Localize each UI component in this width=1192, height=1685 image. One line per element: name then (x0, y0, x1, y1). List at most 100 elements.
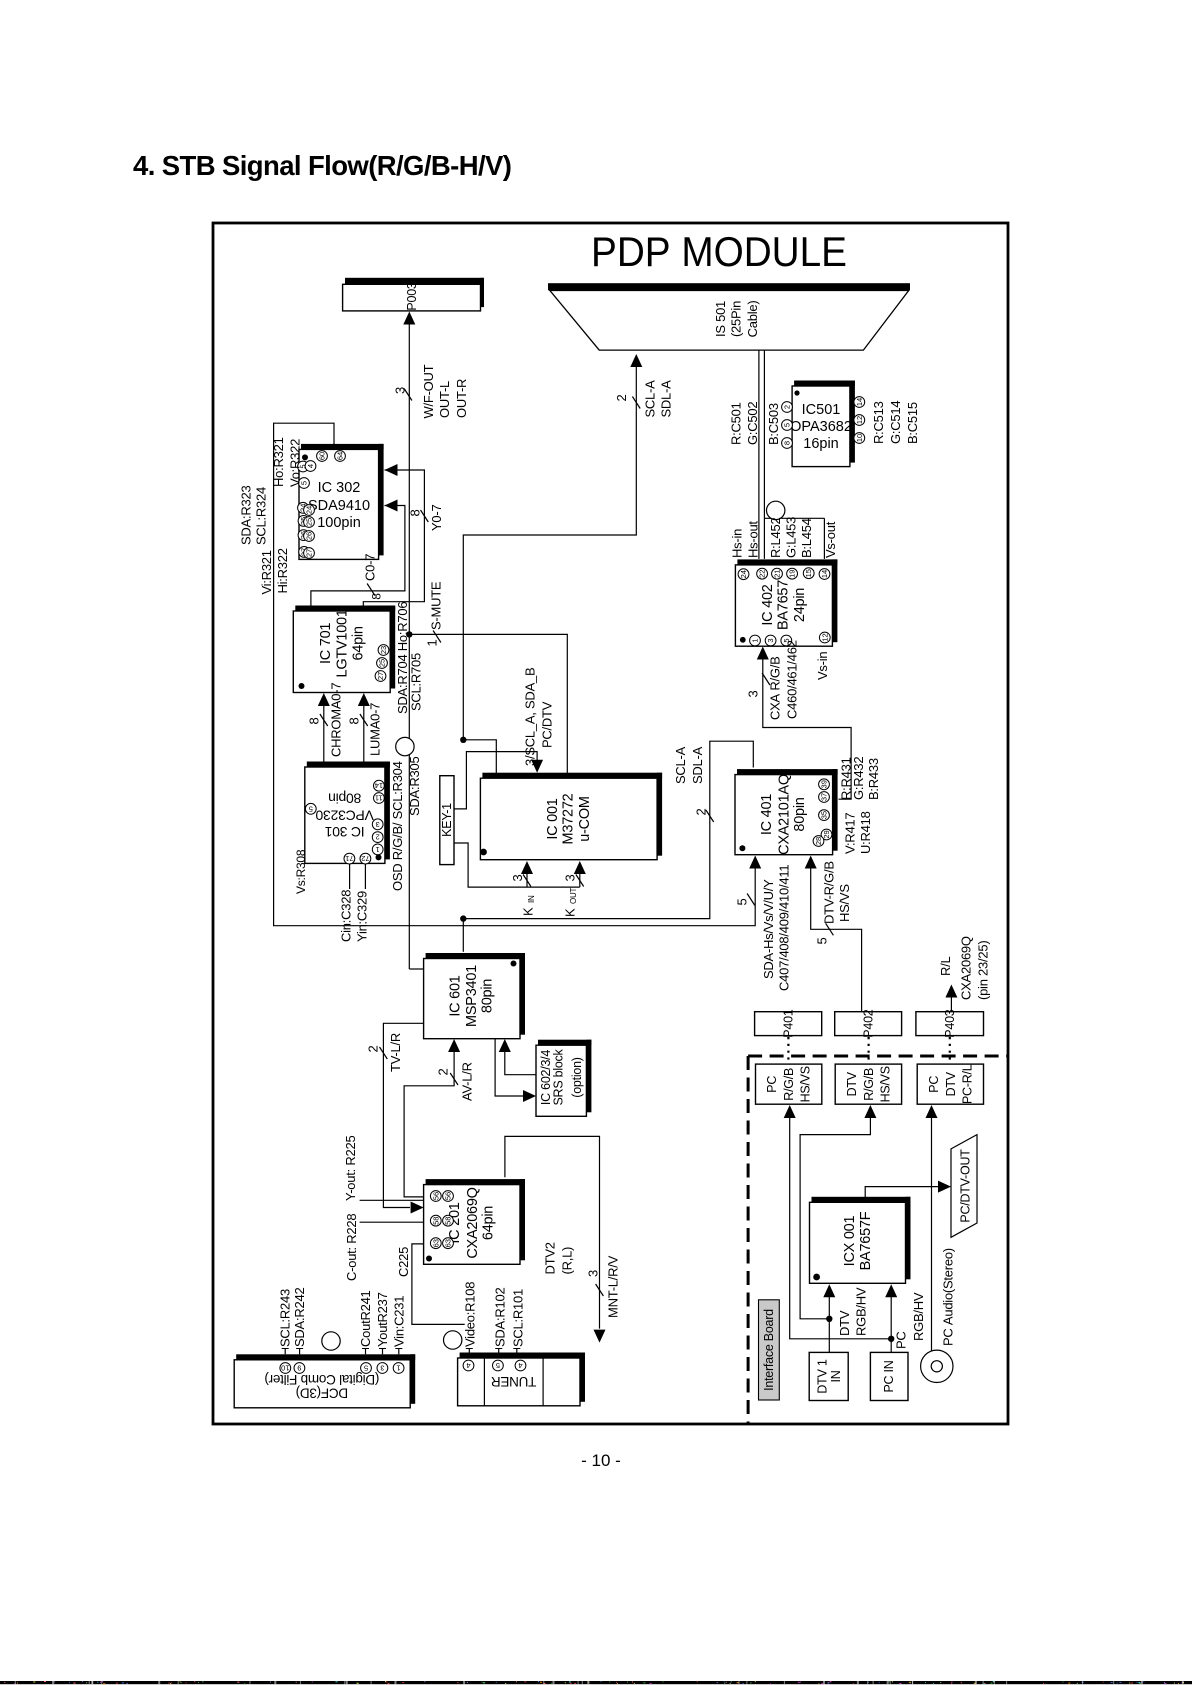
svg-text:PC Audio(Stereo): PC Audio(Stereo) (941, 1248, 956, 1346)
svg-text:3: 3 (380, 1364, 384, 1373)
svg-text:R/L: R/L (938, 957, 953, 977)
svg-text:39: 39 (820, 780, 829, 788)
svg-text:DTV2: DTV2 (543, 1242, 558, 1274)
svg-text:C0-7: C0-7 (363, 554, 378, 581)
svg-text:CoutR241: CoutR241 (358, 1290, 373, 1347)
svg-text:(Digital Comb Filter): (Digital Comb Filter) (265, 1372, 380, 1387)
svg-text:(R,L): (R,L) (560, 1247, 575, 1275)
svg-text:16pin: 16pin (803, 436, 838, 452)
svg-text:- 10 -: - 10 - (581, 1451, 621, 1470)
svg-text:S-MUTE: S-MUTE (429, 581, 444, 630)
svg-text:Hs-in: Hs-in (730, 529, 745, 558)
svg-text:5: 5 (309, 804, 313, 813)
svg-text:64pin: 64pin (481, 1206, 497, 1240)
svg-text:ICX 001: ICX 001 (842, 1215, 858, 1266)
svg-text:24: 24 (739, 570, 748, 578)
svg-text:3: 3 (586, 1270, 601, 1277)
svg-text:YoutR237: YoutR237 (375, 1292, 390, 1347)
svg-text:26: 26 (305, 532, 314, 540)
svg-text:2: 2 (376, 833, 380, 842)
svg-text:56: 56 (444, 1192, 453, 1200)
svg-text:OUT-L: OUT-L (437, 381, 452, 418)
svg-text:4: 4 (306, 464, 315, 468)
svg-text:12: 12 (820, 633, 829, 641)
svg-text:HS/VS: HS/VS (837, 884, 852, 922)
svg-text:SCL:R243: SCL:R243 (278, 1289, 293, 1347)
svg-text:B:L454: B:L454 (799, 518, 814, 558)
svg-text:58: 58 (444, 1217, 453, 1225)
svg-text:5: 5 (300, 481, 309, 485)
svg-text:14: 14 (375, 781, 383, 790)
svg-text:28: 28 (814, 837, 823, 845)
svg-text:60: 60 (318, 452, 327, 460)
svg-text:1: 1 (397, 1364, 401, 1373)
svg-text:PC: PC (927, 1076, 941, 1093)
svg-text:2: 2 (614, 394, 629, 401)
svg-text:OUT: OUT (569, 888, 578, 905)
svg-text:Interface Board: Interface Board (762, 1309, 776, 1391)
svg-text:C-out: R228: C-out: R228 (344, 1214, 359, 1281)
svg-text:Vs:R308: Vs:R308 (294, 849, 308, 894)
svg-text:B:C515: B:C515 (905, 402, 920, 444)
svg-text:35: 35 (820, 811, 829, 819)
svg-text:10: 10 (281, 1364, 289, 1373)
svg-text:80pin: 80pin (792, 797, 808, 831)
svg-text:IC 201: IC 201 (447, 1202, 463, 1243)
svg-text:SDA-Hs/Vs/V/U/Y: SDA-Hs/Vs/V/U/Y (761, 879, 776, 979)
svg-text:2: 2 (436, 1068, 451, 1075)
svg-text:RGB/HV: RGB/HV (854, 1287, 869, 1336)
svg-text:HS/VS: HS/VS (879, 1066, 893, 1102)
svg-text:58: 58 (431, 1217, 440, 1225)
svg-text:IC501: IC501 (802, 402, 841, 418)
svg-text:71: 71 (345, 854, 353, 863)
svg-text:10: 10 (855, 434, 864, 442)
svg-text:PDP MODULE: PDP MODULE (591, 228, 847, 275)
svg-text:R:R431: R:R431 (839, 757, 854, 800)
svg-text:4: 4 (466, 1361, 470, 1370)
svg-text:27: 27 (376, 672, 385, 680)
svg-text:PC-R/L: PC-R/L (961, 1064, 975, 1104)
svg-text:IC 301: IC 301 (324, 824, 364, 840)
svg-text:TV-L/R: TV-L/R (388, 1033, 403, 1072)
svg-text:R:L452: R:L452 (768, 518, 783, 558)
svg-text:K: K (563, 908, 578, 917)
svg-text:HS/VS: HS/VS (799, 1066, 813, 1102)
svg-text:PC/DTV: PC/DTV (540, 701, 555, 748)
svg-text:1: 1 (376, 845, 380, 854)
svg-text:U:R418: U:R418 (858, 811, 873, 854)
svg-text:P401: P401 (781, 1009, 795, 1037)
svg-text:P403: P403 (943, 1009, 957, 1037)
svg-text:8: 8 (370, 593, 384, 600)
svg-text:22: 22 (758, 570, 767, 578)
svg-text:PC: PC (765, 1076, 779, 1093)
svg-text:11: 11 (375, 794, 383, 803)
svg-text:2: 2 (783, 405, 792, 409)
svg-text:IC 701: IC 701 (318, 623, 334, 664)
svg-text:5: 5 (496, 1361, 500, 1370)
svg-text:9: 9 (297, 1364, 301, 1373)
svg-text:Cin:C328: Cin:C328 (339, 890, 354, 942)
svg-text:C225: C225 (396, 1247, 411, 1277)
svg-text:CXA2069Q: CXA2069Q (465, 1187, 481, 1258)
svg-text:PC IN: PC IN (882, 1360, 896, 1392)
svg-text:B:R433: B:R433 (866, 758, 881, 800)
svg-text:72: 72 (361, 854, 369, 863)
svg-text:(pin 23/25): (pin 23/25) (976, 941, 991, 1000)
svg-text:25: 25 (378, 659, 387, 667)
svg-text:u-COM: u-COM (577, 796, 593, 841)
svg-text:C407/408/409/410/411: C407/408/409/410/411 (777, 865, 792, 991)
svg-text:Vin:C231: Vin:C231 (391, 1296, 406, 1347)
svg-text:24: 24 (305, 506, 314, 514)
svg-text:G:R432: G:R432 (851, 757, 866, 800)
svg-text:25: 25 (305, 518, 314, 526)
svg-text:IC 601: IC 601 (447, 975, 463, 1016)
svg-text:3: 3 (563, 874, 578, 881)
svg-text:OPA3682: OPA3682 (790, 419, 852, 435)
svg-text:12: 12 (855, 416, 864, 424)
svg-text:100pin: 100pin (317, 515, 361, 531)
svg-text:(25Pin: (25Pin (728, 301, 743, 337)
svg-text:C460/461/462: C460/461/462 (785, 640, 800, 719)
svg-text:80pin: 80pin (480, 979, 496, 1013)
svg-text:PC/DTV-OUT: PC/DTV-OUT (958, 1149, 972, 1223)
svg-text:G:C514: G:C514 (888, 401, 903, 444)
